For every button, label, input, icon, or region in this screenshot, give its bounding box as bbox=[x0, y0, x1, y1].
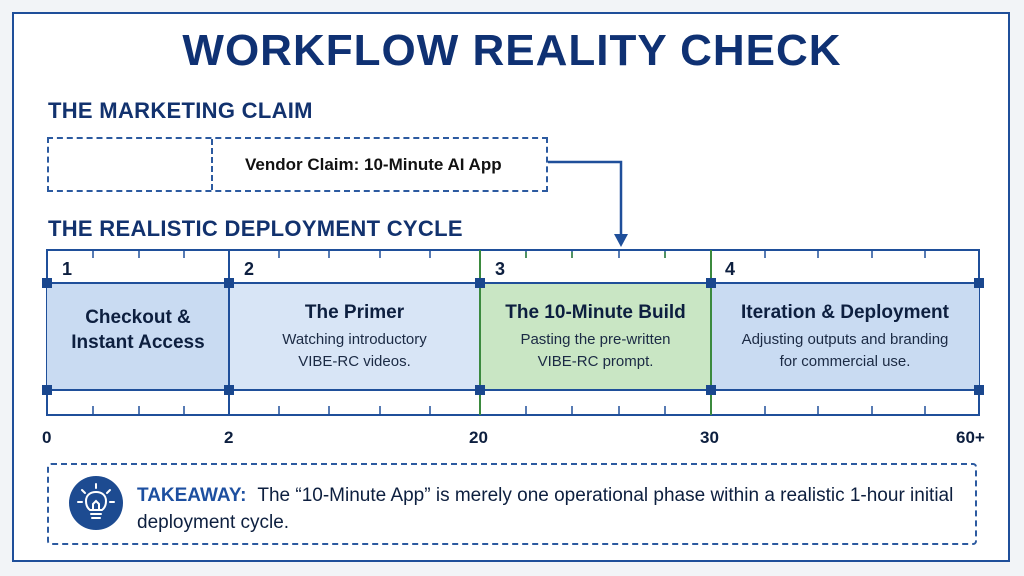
stage-2-number: 2 bbox=[244, 259, 255, 279]
takeaway-box: TAKEAWAY: The “10-Minute App” is merely … bbox=[47, 463, 977, 545]
takeaway-body: The “10-Minute App” is merely one operat… bbox=[137, 485, 954, 533]
stage-1-block bbox=[47, 283, 229, 390]
stage-1-title-line2: Instant Access bbox=[71, 332, 205, 353]
stage-4-title: Iteration & Deployment bbox=[741, 302, 949, 323]
lightbulb-icon bbox=[69, 476, 123, 530]
takeaway-heading: TAKEAWAY: bbox=[137, 485, 247, 506]
stage-4-number: 4 bbox=[725, 259, 736, 279]
arrowhead-icon bbox=[614, 234, 628, 247]
stage-3-block bbox=[479, 282, 712, 391]
stage-4-content: Iteration & Deployment Adjusting outputs… bbox=[711, 300, 979, 373]
tick-label-60-plus: 60+ bbox=[956, 428, 985, 447]
stage-3-number: 3 bbox=[495, 259, 506, 279]
tick-label-0: 0 bbox=[42, 428, 52, 447]
vendor-claim-text: Vendor Claim: 10-Minute AI App bbox=[245, 155, 502, 174]
stage-3-title: The 10-Minute Build bbox=[505, 302, 686, 323]
claim-connector-arrow bbox=[548, 160, 623, 238]
stage-2-desc-line1: Watching introductory bbox=[282, 331, 427, 348]
vendor-claim-box: Vendor Claim: 10-Minute AI App bbox=[47, 137, 548, 192]
deployment-cycle-heading: THE REALISTIC DEPLOYMENT CYCLE bbox=[48, 216, 463, 241]
marketing-claim-heading: THE MARKETING CLAIM bbox=[48, 98, 313, 123]
stage-4-desc-line1: Adjusting outputs and branding bbox=[741, 331, 949, 348]
tick-label-2: 2 bbox=[224, 428, 234, 447]
stage-4-description: Adjusting outputs and branding for comme… bbox=[711, 329, 979, 373]
stage-2-title: The Primer bbox=[304, 302, 405, 323]
stage-2-content: The Primer Watching introductory VIBE-RC… bbox=[229, 300, 480, 373]
tick-label-20: 20 bbox=[469, 428, 488, 447]
stage-4-desc-line2: for commercial use. bbox=[779, 353, 911, 370]
stage-2-block bbox=[229, 283, 480, 390]
page-title: WORKFLOW REALITY CHECK bbox=[182, 26, 842, 75]
stage-2-desc-line2: VIBE-RC videos. bbox=[298, 353, 411, 370]
stage-1-title-line1: Checkout & bbox=[85, 307, 191, 328]
bottom-minor-ticks bbox=[92, 406, 926, 415]
top-minor-ticks-highlight bbox=[525, 252, 666, 258]
stage-3-content: The 10-Minute Build Pasting the pre-writ… bbox=[480, 300, 711, 373]
claim-box-divider bbox=[211, 139, 213, 190]
stage-3-description: Pasting the pre-written VIBE-RC prompt. bbox=[480, 329, 711, 373]
tick-label-30: 30 bbox=[700, 428, 719, 447]
stage-3-desc-line2: VIBE-RC prompt. bbox=[537, 353, 654, 370]
takeaway-text-block: TAKEAWAY: The “10-Minute App” is merely … bbox=[137, 482, 957, 536]
stage-1-number: 1 bbox=[62, 259, 73, 279]
stage-4-block bbox=[711, 283, 979, 390]
stage-1-content: Checkout & Instant Access bbox=[47, 305, 229, 355]
stage-3-desc-line1: Pasting the pre-written bbox=[520, 331, 671, 348]
stage-2-description: Watching introductory VIBE-RC videos. bbox=[229, 329, 480, 373]
timeline-nodes bbox=[42, 278, 984, 395]
